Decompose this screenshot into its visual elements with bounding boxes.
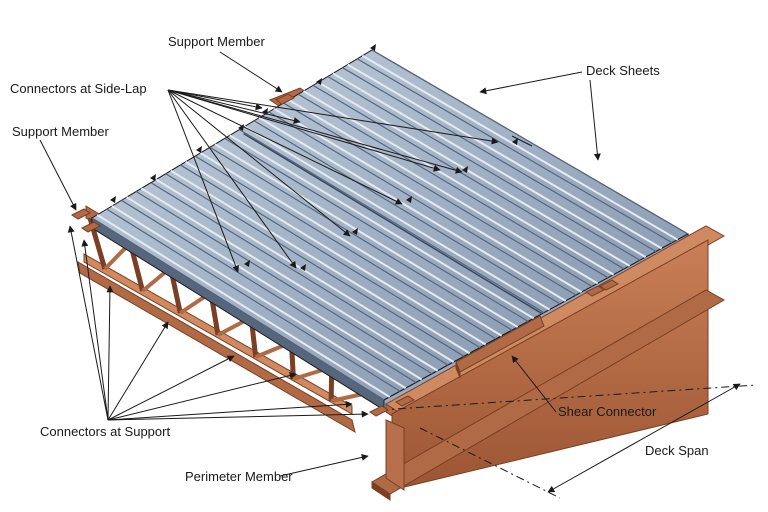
support-clip [599, 279, 619, 291]
support-clip [369, 405, 389, 417]
fastener-mark [150, 174, 156, 181]
leader-lines [39, 51, 741, 493]
deck-rib [312, 84, 625, 270]
joist-bottom-chord [77, 261, 356, 434]
deck-rib-highlight [185, 160, 487, 346]
beam-bottom-flange-end [371, 481, 391, 501]
fastener-mark [406, 196, 412, 203]
leader-connectors-at-support [106, 285, 114, 421]
leader-support-member-left [39, 139, 77, 211]
leader-connectors-side-lap [167, 89, 240, 273]
fastener-mark [370, 44, 376, 51]
leader-support-member-top [219, 51, 283, 93]
deck-rib [106, 208, 401, 392]
deck-rib [342, 67, 657, 252]
fastener-mark [512, 138, 518, 145]
deck-rib-highlight [288, 99, 599, 285]
support-clip [395, 395, 415, 407]
deck-rib-highlight [258, 116, 567, 302]
deck-rib [283, 102, 593, 287]
leader-deck-sheets [479, 71, 583, 95]
deck-rib [150, 182, 449, 366]
label-connectors-side-lap: Connectors at Side-Lap [10, 81, 147, 96]
deck-rib-highlight [332, 72, 647, 259]
deck-rib-highlight [229, 134, 535, 320]
label-connectors-at-support: Connectors at Support [40, 424, 171, 439]
beam-web-end [385, 419, 405, 491]
leader-connectors-side-lap [167, 89, 403, 205]
leader-perimeter-member [279, 453, 369, 477]
support-clip [275, 93, 295, 105]
leader-connectors-side-lap [167, 89, 441, 172]
fastener-mark [244, 260, 250, 267]
label-perimeter-member: Perimeter Member [185, 469, 293, 484]
deck-rib-highlight [199, 152, 503, 337]
deck-rib [253, 120, 561, 305]
leader-connectors-side-lap [167, 89, 301, 124]
fastener-mark [316, 78, 322, 85]
leader-connectors-side-lap [167, 89, 463, 174]
leader-connectors-at-support [107, 372, 297, 421]
deck-span-extension-line [419, 427, 561, 499]
leader-connectors-at-support [81, 239, 109, 421]
deck-side-lap-seam [243, 132, 543, 315]
shear-connector-end [455, 361, 461, 379]
leader-connectors-side-lap [167, 89, 297, 269]
deck-rib [180, 164, 481, 349]
leader-connectors-at-support [107, 355, 235, 421]
support-clip [71, 208, 91, 220]
leader-connectors-side-lap [167, 89, 499, 145]
leader-connectors-at-support [67, 225, 109, 421]
fastener-mark [196, 146, 202, 153]
deck-rib-highlight [111, 205, 407, 390]
fastener-mark [300, 264, 306, 271]
deck-span-dimension [547, 383, 741, 493]
label-deck-span: Deck Span [645, 443, 709, 458]
deck-rib [135, 190, 433, 375]
deck-rib [327, 76, 641, 261]
deck-rib-highlight [140, 187, 439, 372]
fastener-mark [462, 166, 468, 173]
deck-rib-highlight [273, 107, 583, 293]
deck-rib [371, 49, 689, 235]
deck-rib [298, 93, 609, 279]
deck-rib-highlight [317, 81, 631, 267]
deck-rib-highlight [347, 63, 663, 250]
deck-rib-highlight [170, 169, 471, 355]
deck-sheet-end-seam [511, 135, 533, 147]
deck-rib [356, 58, 673, 244]
label-deck-sheets: Deck Sheets [586, 63, 660, 78]
fastener-mark [110, 196, 116, 203]
deck-rib [121, 199, 417, 384]
deck-rib-highlight [214, 143, 519, 328]
support-clip [81, 221, 101, 233]
leader-deck-sheets [589, 79, 601, 161]
fastener-mark [262, 108, 268, 115]
deck-rib [194, 155, 497, 340]
deck-rib [91, 217, 385, 401]
fastener-mark [352, 228, 358, 235]
label-support-member-top: Support Member [168, 34, 265, 49]
label-support-member-left: Support Member [12, 124, 109, 139]
leader-connectors-side-lap [167, 89, 263, 111]
deck-rib-highlight [244, 125, 551, 311]
deck-rib-highlight [302, 90, 615, 276]
deck-rib [239, 129, 545, 314]
deck-rib [209, 146, 513, 331]
deck-rib-highlight [361, 54, 679, 241]
leader-connectors-at-support [107, 410, 369, 421]
deck-rib [165, 173, 465, 357]
support-clip [585, 285, 605, 297]
connectors-group [71, 44, 619, 417]
deck-rib [268, 111, 577, 296]
leader-connectors-at-support [107, 400, 353, 421]
leader-connectors-at-support [107, 321, 169, 421]
deck-rib-highlight [126, 196, 423, 381]
deck-rib-highlight [96, 214, 391, 398]
deck-rib [224, 137, 529, 322]
label-shear-connector: Shear Connector [558, 404, 657, 419]
leader-connectors-side-lap [167, 89, 351, 237]
